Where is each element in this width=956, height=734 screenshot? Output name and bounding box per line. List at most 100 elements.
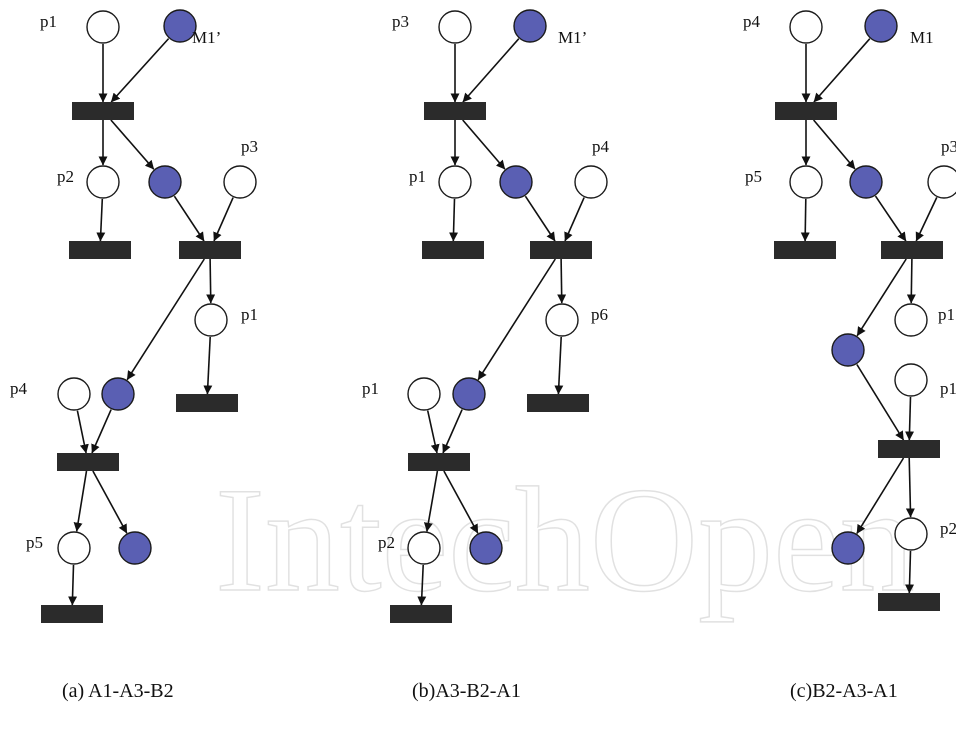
transition-a-t2 — [69, 241, 131, 259]
arc-b-t1-D — [462, 119, 506, 170]
label-c-5: p1 — [938, 305, 955, 324]
place-b-C — [438, 165, 472, 199]
marked-place-c-D — [849, 165, 883, 199]
arc-a-E-t3 — [213, 197, 234, 242]
arc-c-E-t3 — [915, 197, 938, 242]
diagram-b: p3 M1’ p1 p4 p6 p1 p2 (b)A3-B2-A1 — [362, 12, 610, 702]
diagram-c: p4 M1 p5 p3 p1 p1 p2 (c)B2-A3-A1 — [743, 12, 956, 702]
label-a-1: p1 — [40, 12, 57, 31]
arc-c-G-t4 — [856, 364, 905, 441]
transition-b-t4 — [527, 394, 589, 412]
arc-a-F-t4 — [203, 336, 213, 395]
arc-a-t5-I — [73, 470, 88, 532]
transition-a-t1 — [72, 102, 134, 120]
place-b-E — [574, 165, 608, 199]
place-a-E — [223, 165, 257, 199]
transition-c-t1 — [775, 102, 837, 120]
caption-c: (c)B2-A3-A1 — [790, 680, 898, 702]
arc-a-t1-D — [110, 119, 155, 170]
arc-c-t4-I — [905, 457, 915, 518]
place-b-G — [407, 377, 441, 411]
label-b-4: p4 — [592, 137, 610, 156]
marked-place-a-H — [101, 377, 135, 411]
arc-b-G-t5 — [426, 410, 440, 454]
place-c-F — [894, 303, 928, 337]
marked-place-b-D — [499, 165, 533, 199]
arc-b-t5-J — [443, 470, 479, 534]
transition-b-t6 — [390, 605, 452, 623]
transition-b-t2 — [422, 241, 484, 259]
arc-b-t5-I — [423, 470, 439, 532]
place-a-C — [86, 165, 120, 199]
arc-c-t1-D — [812, 119, 856, 170]
place-c-A — [789, 10, 823, 44]
place-c-C — [789, 165, 823, 199]
arc-c-t4-J — [856, 457, 905, 534]
arc-c-t3-G — [856, 258, 907, 337]
label-b-3: p1 — [409, 167, 426, 186]
arc-a-t5-J — [92, 470, 128, 534]
arc-c-H-t4 — [905, 396, 915, 441]
transition-a-t3 — [179, 241, 241, 259]
arc-b-H-t5 — [442, 409, 463, 454]
arcs-layer — [68, 38, 938, 606]
arc-b-t3-F — [557, 258, 567, 304]
transition-b-t5 — [408, 453, 470, 471]
marked-place-b-J — [469, 531, 503, 565]
watermark-logo: IntechOpen — [214, 456, 915, 624]
arc-b-F-t4 — [554, 336, 564, 395]
transition-c-t3 — [881, 241, 943, 259]
label-a-3: p2 — [57, 167, 74, 186]
arc-a-B-t1 — [110, 38, 170, 103]
transition-a-t4 — [176, 394, 238, 412]
arc-c-B-t1 — [813, 38, 871, 103]
arc-b-E-t3 — [564, 197, 585, 242]
marked-place-a-J — [118, 531, 152, 565]
arc-b-B-t1 — [462, 38, 520, 103]
arc-a-H-t5 — [91, 409, 112, 454]
place-b-A — [438, 10, 472, 44]
label-c-7: p2 — [940, 519, 956, 538]
marked-place-c-J — [831, 531, 865, 565]
watermark-text: IntechOpen — [215, 457, 915, 623]
place-a-G — [57, 377, 91, 411]
transition-a-t6 — [41, 605, 103, 623]
arc-a-t3-F — [206, 258, 216, 304]
marked-place-c-B — [864, 9, 898, 43]
nodes-layer — [41, 9, 956, 623]
place-a-A — [86, 10, 120, 44]
diagram-a: p1 M1’ p2 p3 p1 p4 p5 (a) A1-A3-B2 — [10, 12, 258, 702]
label-c-6: p1 — [940, 379, 956, 398]
place-a-I — [57, 531, 91, 565]
place-c-I — [894, 517, 928, 551]
transition-c-t4 — [878, 440, 940, 458]
transition-b-t3 — [530, 241, 592, 259]
arc-c-I-t5 — [905, 550, 915, 594]
arc-b-D-t3 — [524, 195, 556, 242]
label-b-6: p1 — [362, 379, 379, 398]
marked-place-b-B — [513, 9, 547, 43]
label-a-7: p5 — [26, 533, 43, 552]
place-b-I — [407, 531, 441, 565]
arc-c-t3-F — [906, 258, 916, 304]
arc-a-I-t6 — [68, 564, 78, 606]
label-a-6: p4 — [10, 379, 28, 398]
arc-b-C-t2 — [449, 198, 459, 242]
place-a-F — [194, 303, 228, 337]
arc-b-t3-H — [477, 258, 556, 381]
transition-c-t2 — [774, 241, 836, 259]
place-c-H — [894, 363, 928, 397]
label-a-4: p3 — [241, 137, 258, 156]
arc-c-D-t3 — [874, 195, 907, 242]
arc-a-t3-H — [126, 258, 205, 381]
label-c-2: M1 — [910, 28, 934, 47]
transition-a-t5 — [57, 453, 119, 471]
place-b-F — [545, 303, 579, 337]
arc-c-C-t2 — [800, 198, 810, 242]
arc-a-G-t5 — [76, 410, 89, 454]
place-c-E — [927, 165, 956, 199]
label-a-2: M1’ — [192, 28, 221, 47]
label-c-4: p3 — [941, 137, 956, 156]
